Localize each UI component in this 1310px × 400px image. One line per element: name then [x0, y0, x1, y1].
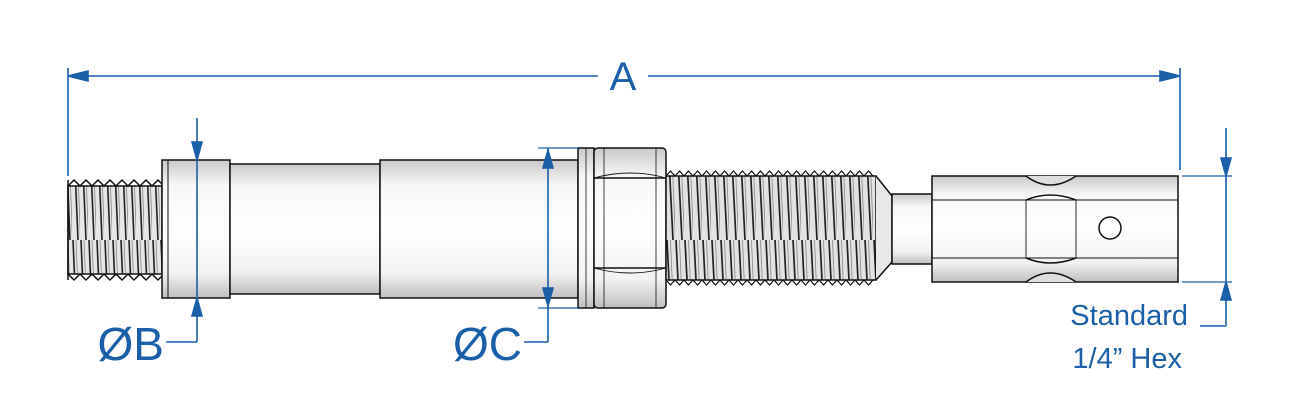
main-thread	[665, 170, 893, 286]
label-hex-line2: 1/4” Hex	[1072, 343, 1182, 375]
label-diameter-c: ØC	[453, 318, 522, 370]
shank-1	[229, 163, 381, 295]
left-thread	[67, 178, 163, 282]
dim-a-arrow-left	[67, 69, 89, 83]
cross-hole	[1098, 216, 1122, 240]
label-hex-line1: Standard	[1070, 300, 1188, 332]
hex-nut	[593, 147, 667, 309]
dimensions	[67, 68, 1233, 343]
label-diameter-b: ØB	[98, 318, 164, 370]
label-a: A	[610, 55, 637, 99]
shank-2	[379, 159, 579, 299]
hex-shank	[931, 175, 1179, 283]
collar-b	[161, 159, 231, 299]
neck	[891, 193, 933, 265]
bit-part	[67, 147, 1179, 309]
dim-a-arrow-right	[1159, 69, 1181, 83]
